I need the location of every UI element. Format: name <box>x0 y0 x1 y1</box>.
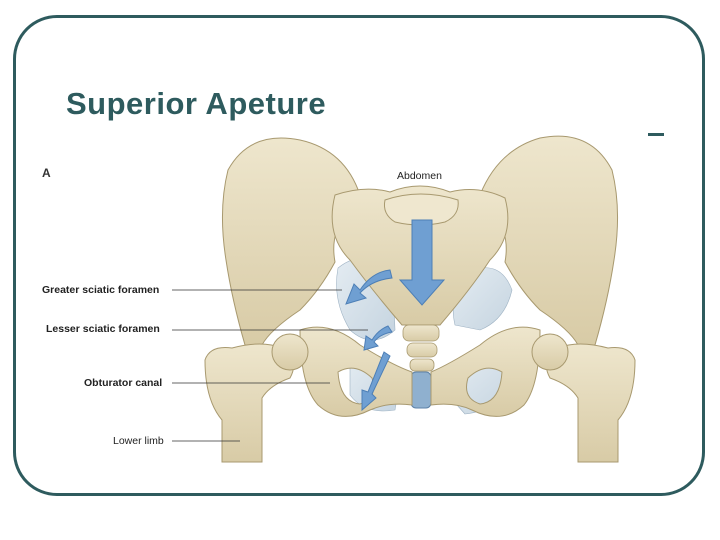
label-lower-limb: Lower limb <box>113 435 164 447</box>
left-iliac-wing <box>221 137 361 346</box>
title-dash <box>648 133 664 136</box>
right-iliac-wing <box>479 135 619 346</box>
lesser-sciatic-arrow <box>363 325 393 351</box>
obturator-arrow <box>361 351 391 412</box>
panel-letter: A <box>42 166 51 180</box>
label-abdomen: Abdomen <box>397 170 442 182</box>
flow-arrows <box>345 219 446 412</box>
sacral-promontory <box>384 193 459 226</box>
greater-sciatic-arrow <box>345 269 393 305</box>
right-femoral-head <box>531 333 569 371</box>
label-greater-sciatic-foramen: Greater sciatic foramen <box>42 284 160 296</box>
pubic-symphysis <box>410 371 432 409</box>
leader-lines <box>172 289 368 442</box>
abdomen-arrow <box>398 219 446 306</box>
label-lesser-sciatic-foramen: Lesser sciatic foramen <box>46 323 160 335</box>
coccyx <box>402 324 440 372</box>
right-pubic-ramus <box>430 326 541 417</box>
slide-title: Superior Apeture <box>66 86 327 121</box>
left-femoral-head <box>271 333 309 371</box>
label-obturator-canal: Obturator canal <box>84 377 163 389</box>
